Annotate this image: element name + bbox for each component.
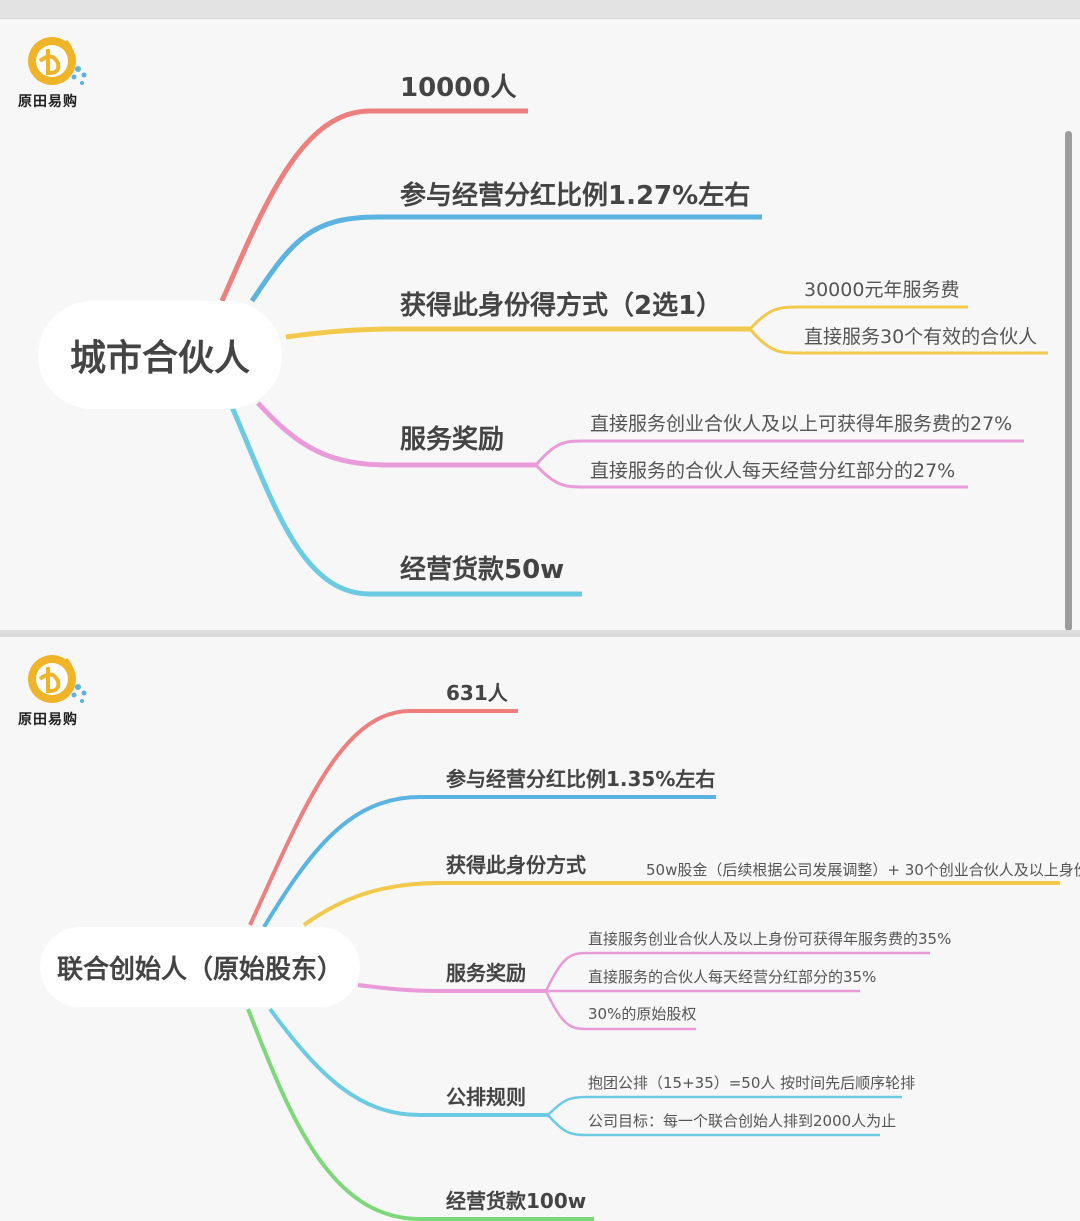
branch-acquire-method: 获得此身份方式 bbox=[446, 853, 586, 877]
leaf-group-queue: 抱团公排（15+35）=50人 按时间先后顺序轮排 bbox=[588, 1074, 916, 1092]
branch-dividend-ratio: 参与经营分红比例1.35%左右 bbox=[446, 767, 716, 791]
wheat-logo-icon bbox=[28, 655, 87, 703]
branch-operating-funds: 经营货款100w bbox=[446, 1189, 587, 1213]
brand-logo: 原田易购 bbox=[14, 31, 104, 110]
leaf-serve-partners: 直接服务30个有效的合伙人 bbox=[804, 326, 1038, 348]
connector-lines bbox=[246, 709, 1060, 1221]
root-node: 城市合伙人 bbox=[38, 301, 282, 409]
mindmap-city-partner: 原田易购 城市合伙人 10000人 参与经营分红比例1.27%左右 获得此身份得… bbox=[0, 18, 1080, 631]
leaf-original-equity: 30%的原始股权 bbox=[588, 1005, 697, 1023]
branch-dividend-ratio: 参与经营分红比例1.27%左右 bbox=[400, 181, 751, 211]
root-node: 联合创始人（原始股东） bbox=[40, 927, 360, 1007]
brand-name: 原田易购 bbox=[18, 94, 78, 110]
wheat-logo-icon bbox=[28, 37, 87, 85]
panel-separator bbox=[0, 630, 1080, 636]
leaf-share-capital: 50w股金（后续根据公司发展调整）+ 30个创业合伙人及以上身份 bbox=[646, 861, 1080, 879]
top-separator bbox=[0, 0, 1080, 18]
connector-lines bbox=[219, 108, 1048, 597]
branch-acquire-method: 获得此身份得方式（2选1） bbox=[400, 291, 723, 321]
brand-logo: 原田易购 bbox=[14, 649, 104, 728]
leaf-reward-dividend: 直接服务的合伙人每天经营分红部分的35% bbox=[588, 968, 877, 986]
scrollbar[interactable] bbox=[1065, 131, 1072, 631]
leaf-company-goal: 公司目标：每一个联合创始人排到2000人为止 bbox=[588, 1112, 897, 1130]
branch-member-count: 10000人 bbox=[400, 73, 517, 103]
branch-service-reward: 服务奖励 bbox=[400, 425, 505, 455]
branch-member-count: 631人 bbox=[446, 681, 508, 705]
leaf-reward-fee: 直接服务创业合伙人及以上身份可获得年服务费的35% bbox=[588, 930, 952, 948]
branch-queue-rules: 公排规则 bbox=[446, 1085, 526, 1109]
brand-name: 原田易购 bbox=[18, 712, 78, 728]
leaf-annual-fee: 30000元年服务费 bbox=[804, 279, 960, 301]
branch-operating-funds: 经营货款50w bbox=[400, 555, 565, 585]
leaf-reward-fee: 直接服务创业合伙人及以上可获得年服务费的27% bbox=[590, 413, 1013, 435]
leaf-reward-dividend: 直接服务的合伙人每天经营分红部分的27% bbox=[590, 460, 956, 482]
branch-service-reward: 服务奖励 bbox=[446, 961, 526, 985]
mindmap-cofounder: 原田易购 联合创始人（原始股东） 631人 参与经营分红比例1.35%左右 获得… bbox=[0, 636, 1080, 1221]
